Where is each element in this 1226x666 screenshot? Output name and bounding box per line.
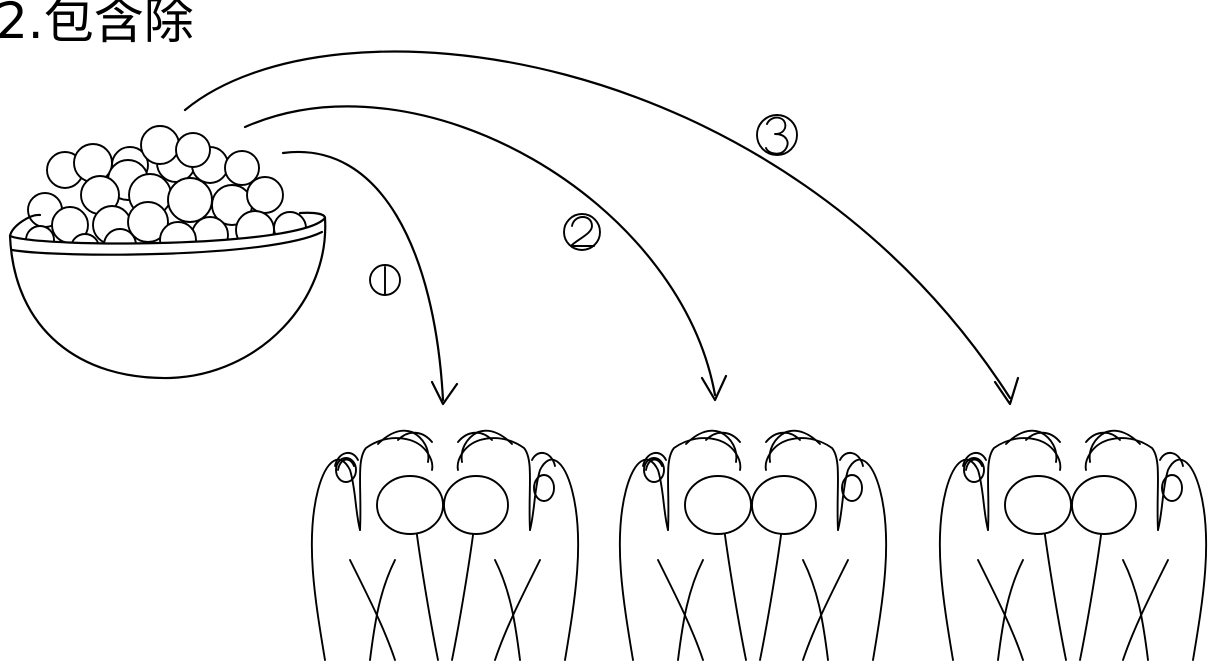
step-label-3: ③: [757, 115, 797, 155]
bowl: [10, 218, 325, 378]
step-label-2: ②: [564, 214, 600, 250]
cupped-hands-icon: [940, 431, 1206, 660]
bowl-of-balls-icon: [10, 126, 325, 378]
step-label-1: ①: [370, 265, 400, 295]
cupped-hands-icon: [620, 431, 886, 660]
cupped-hands-icon: [312, 431, 578, 660]
diagram-title: 2.包含除: [0, 0, 194, 50]
